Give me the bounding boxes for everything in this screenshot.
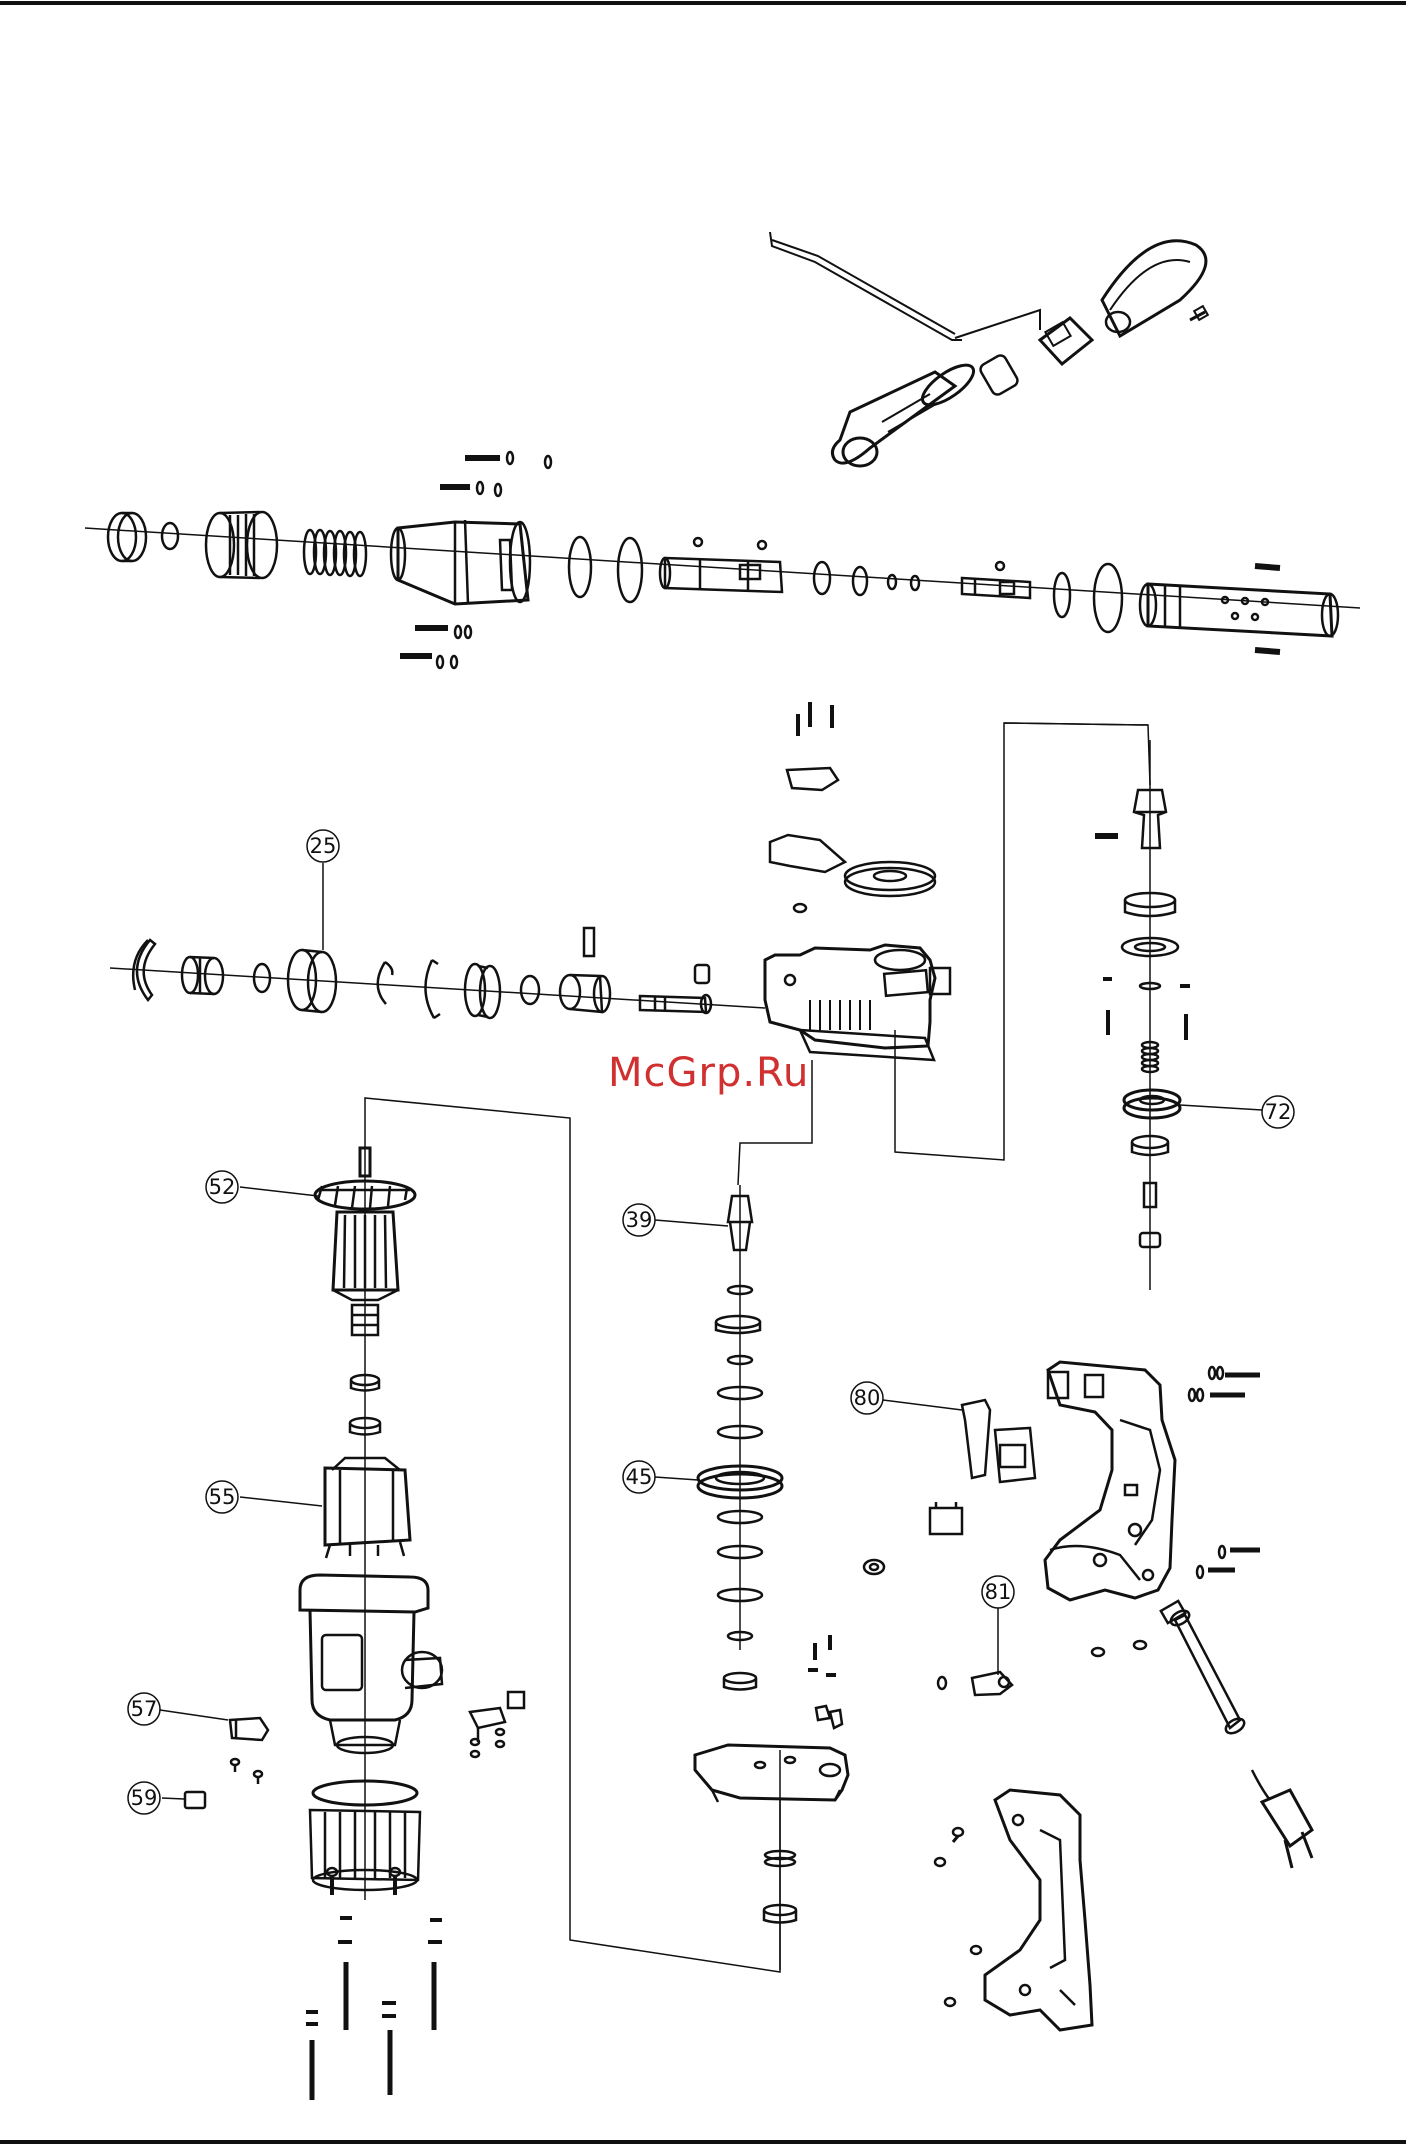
ring-a [814, 562, 830, 594]
callout-72: 72 [1262, 1096, 1294, 1128]
piston-pin [962, 562, 1030, 598]
callout-39: 39 [623, 1204, 655, 1236]
large-washer [1094, 564, 1122, 632]
power-plug [1252, 1770, 1312, 1868]
washer [569, 537, 591, 597]
cylinder-tube [1140, 566, 1338, 652]
o-ring-small-2 [521, 976, 539, 1004]
eccentric-shaft [1095, 790, 1166, 848]
callout-45: 45 [623, 1461, 655, 1493]
callout-59: 59 [128, 1782, 160, 1814]
motor-housing [300, 1575, 442, 1753]
lever-stack [770, 702, 935, 912]
switch-80 [883, 1400, 1035, 1534]
brush-holder-57 [160, 1710, 268, 1784]
svg-text:39: 39 [626, 1208, 653, 1232]
assembly-link-lines [365, 723, 1150, 1972]
svg-text:55: 55 [209, 1485, 236, 1509]
cover-screws [935, 1828, 981, 2006]
callout-81: 81 [982, 1576, 1014, 1608]
leader-72 [1180, 1105, 1262, 1110]
ring-c [888, 575, 896, 589]
capacitor-81 [938, 1608, 1012, 1695]
chuck-spring [304, 530, 366, 576]
o-ring [618, 538, 642, 602]
circlip-d [425, 960, 440, 1018]
cord-guard [1161, 1601, 1247, 1736]
stator-assembly [240, 1458, 410, 1558]
callout-52: 52 [206, 1171, 238, 1203]
callout-80: 80 [851, 1382, 883, 1414]
shaft-gear [640, 965, 711, 1013]
grommet [864, 1560, 884, 1574]
chuck-body [391, 520, 530, 604]
callout-57: 57 [128, 1693, 160, 1725]
gear-shaft-assembly-row [110, 702, 950, 1060]
handle-cover [985, 1790, 1092, 2030]
svg-text:25: 25 [310, 834, 337, 858]
chuck-sleeve [206, 512, 277, 578]
motor-screws [306, 1868, 442, 2100]
leader-45 [655, 1477, 698, 1480]
carbon-brush-59 [162, 1792, 205, 1808]
gear-72 [1124, 1090, 1180, 1118]
ring-d [911, 576, 919, 590]
center-vertical-stack [655, 1185, 848, 1970]
svg-text:45: 45 [626, 1465, 653, 1489]
right-vertical-stack [1095, 740, 1262, 1290]
circlip-c [378, 962, 393, 1004]
svg-text:72: 72 [1265, 1100, 1292, 1124]
leader-55 [240, 1497, 322, 1506]
spindle-assembly-row [85, 452, 1360, 668]
handle-grip [832, 358, 979, 466]
ring-b [853, 567, 867, 595]
lower-gearbox-plate [695, 1745, 848, 1802]
leader-52 [240, 1187, 318, 1196]
ring-e [1054, 573, 1070, 617]
small-bolts-lower [400, 626, 471, 668]
brush-holder-right [470, 1692, 524, 1757]
svg-text:52: 52 [209, 1175, 236, 1199]
svg-text:80: 80 [854, 1386, 881, 1410]
svg-text:81: 81 [985, 1580, 1012, 1604]
leader-57 [160, 1710, 228, 1720]
leader-39 [655, 1220, 728, 1226]
gear-housing [765, 945, 950, 1060]
snap-ring [162, 523, 178, 549]
center-screws [808, 1635, 842, 1728]
rear-handle-housing [1045, 1362, 1175, 1600]
side-handle-assembly [770, 232, 1208, 466]
callouts: 25 39 45 52 55 57 59 72 [128, 830, 1294, 1814]
sleeve [560, 975, 610, 1012]
callout-55: 55 [206, 1481, 238, 1513]
chuck-cap [108, 513, 146, 561]
svg-text:57: 57 [131, 1697, 158, 1721]
pin-small [584, 928, 594, 956]
watermark-text: McGrp.Ru [608, 1050, 809, 1096]
small-bolts-upper [440, 452, 551, 496]
callout-25: 25 [307, 830, 339, 862]
bushing [182, 957, 223, 994]
leader-80 [883, 1400, 962, 1410]
leader-59 [162, 1798, 184, 1799]
svg-text:59: 59 [131, 1786, 158, 1810]
